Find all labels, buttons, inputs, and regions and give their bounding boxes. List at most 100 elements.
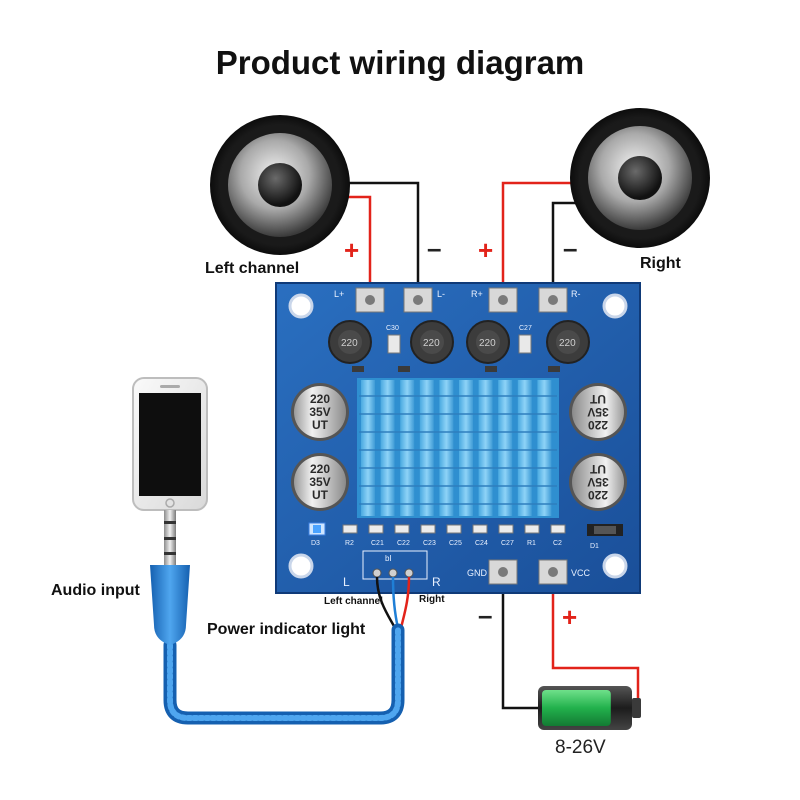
smd-label: C24	[475, 540, 488, 547]
smd-label: C25	[449, 540, 462, 547]
smd-label: C27	[501, 540, 514, 547]
right-wire-label: Right	[419, 594, 445, 605]
electrolytic-capacitors: 220 35V UT 220 35V UT 220 35V UT	[291, 383, 627, 511]
left-minus-wire	[340, 181, 420, 290]
smd-label: C22	[397, 540, 410, 547]
power-indicator-label: Power indicator light	[207, 621, 366, 638]
audio-jack-plug	[150, 510, 190, 645]
audio-input-label: Audio input	[51, 582, 140, 599]
terminal-label-l-plus: L+	[334, 289, 344, 299]
smd-label: C21	[371, 540, 384, 547]
capacitor-left-top: 220 35V UT	[291, 383, 349, 441]
power-terminals: GND VCC	[467, 559, 591, 585]
right-plus-wire	[501, 181, 590, 290]
heatsink-fin	[419, 380, 434, 516]
cap-4-line-3: UT	[589, 462, 606, 476]
terminal-label-vcc: VCC	[571, 568, 591, 578]
right-channel-label: Right	[640, 255, 681, 272]
left-channel-wire-label: Left channel	[324, 596, 383, 607]
cap-4-line-1: 220	[588, 488, 608, 502]
diode-label: D1	[590, 543, 599, 550]
cap-1-line-2: 35V	[309, 405, 330, 419]
smd-component	[550, 524, 566, 534]
speaker-wires	[330, 181, 595, 290]
smd-component	[524, 524, 540, 534]
right-minus-sign: –	[563, 233, 578, 263]
heatsink-fin	[537, 380, 552, 516]
bottom-smd-row: R2 C21 C22 C23 C25 C24 C27 R1 C2	[342, 524, 566, 547]
smd-component	[420, 524, 436, 534]
terminal-label-r-minus: R-	[571, 289, 581, 299]
heatsink-fin	[478, 380, 493, 516]
power-wires	[501, 585, 640, 710]
cap-4-line-2: 35V	[587, 475, 608, 489]
heatsink-fin	[517, 380, 532, 516]
smd-component	[342, 524, 358, 534]
cap-1-line-1: 220	[310, 392, 330, 406]
smd-label: R2	[345, 540, 354, 547]
gnd-minus-sign: –	[478, 600, 493, 630]
smd-label: R1	[527, 540, 536, 547]
smd-component	[472, 524, 488, 534]
vcc-wire	[551, 585, 640, 698]
cap-2-line-1: 220	[310, 462, 330, 476]
heatsink-fin	[439, 380, 454, 516]
smd-label-c30: C30	[386, 325, 399, 332]
capacitor-right-top: 220 35V UT	[569, 383, 627, 441]
top-smd-components: C30 C27	[352, 325, 560, 372]
heatsink	[357, 378, 559, 518]
terminal-label-l-minus: L-	[437, 289, 445, 299]
inductor-code-3: 220	[479, 338, 496, 349]
input-wire-black	[375, 576, 397, 629]
heatsink-fin	[380, 380, 395, 516]
cap-2-line-2: 35V	[309, 475, 330, 489]
speaker-terminals: L+ L- R+ R-	[334, 287, 581, 313]
left-plus-sign: +	[344, 235, 360, 265]
phone	[132, 377, 208, 511]
input-header-label: bI	[385, 554, 392, 563]
input-marker-r: R	[432, 575, 441, 589]
smd-label: C2	[553, 540, 562, 547]
mounting-holes	[288, 293, 628, 579]
cap-2-line-3: UT	[312, 488, 329, 502]
smd-label: C23	[423, 540, 436, 547]
smd-component	[394, 524, 410, 534]
heatsink-fin	[459, 380, 473, 516]
battery	[538, 686, 641, 730]
cap-3-line-2: 35V	[587, 405, 608, 419]
terminal-label-r-plus: R+	[471, 289, 483, 299]
inductor-code-4: 220	[559, 338, 576, 349]
right-plus-sign: +	[478, 235, 494, 265]
input-wire-red	[399, 576, 411, 629]
left-channel-label: Left channel	[205, 260, 300, 277]
page-title: Product wiring diagram	[215, 44, 585, 81]
capacitor-right-bottom: 220 35V UT	[569, 453, 627, 511]
cap-3-line-3: UT	[589, 392, 606, 406]
power-led: D3	[308, 522, 326, 547]
terminal-label-gnd: GND	[467, 568, 488, 578]
smd-component	[446, 524, 462, 534]
smd-component	[498, 524, 514, 534]
smd-component	[368, 524, 384, 534]
inductor-code-2: 220	[423, 338, 440, 349]
amplifier-board: L+ L- R+ R- 220 220 220 220	[275, 282, 641, 594]
inductor-code-1: 220	[341, 338, 358, 349]
left-speaker	[210, 115, 350, 255]
inductors: 220 220 220 220	[328, 320, 590, 364]
input-marker-l: L	[343, 575, 350, 589]
left-minus-sign: –	[427, 233, 442, 263]
smd-label-c27-top: C27	[519, 325, 532, 332]
capacitor-left-bottom: 220 35V UT	[291, 453, 349, 511]
heatsink-fin	[361, 380, 375, 516]
voltage-label: 8-26V	[555, 737, 606, 758]
heatsink-fin	[400, 380, 415, 516]
led-label: D3	[311, 540, 320, 547]
heatsink-fin	[498, 380, 513, 516]
audio-cable	[163, 623, 405, 725]
battery-charge-level	[542, 690, 611, 726]
gnd-wire	[501, 585, 538, 710]
cap-1-line-3: UT	[312, 418, 329, 432]
vcc-plus-sign: +	[562, 602, 578, 632]
